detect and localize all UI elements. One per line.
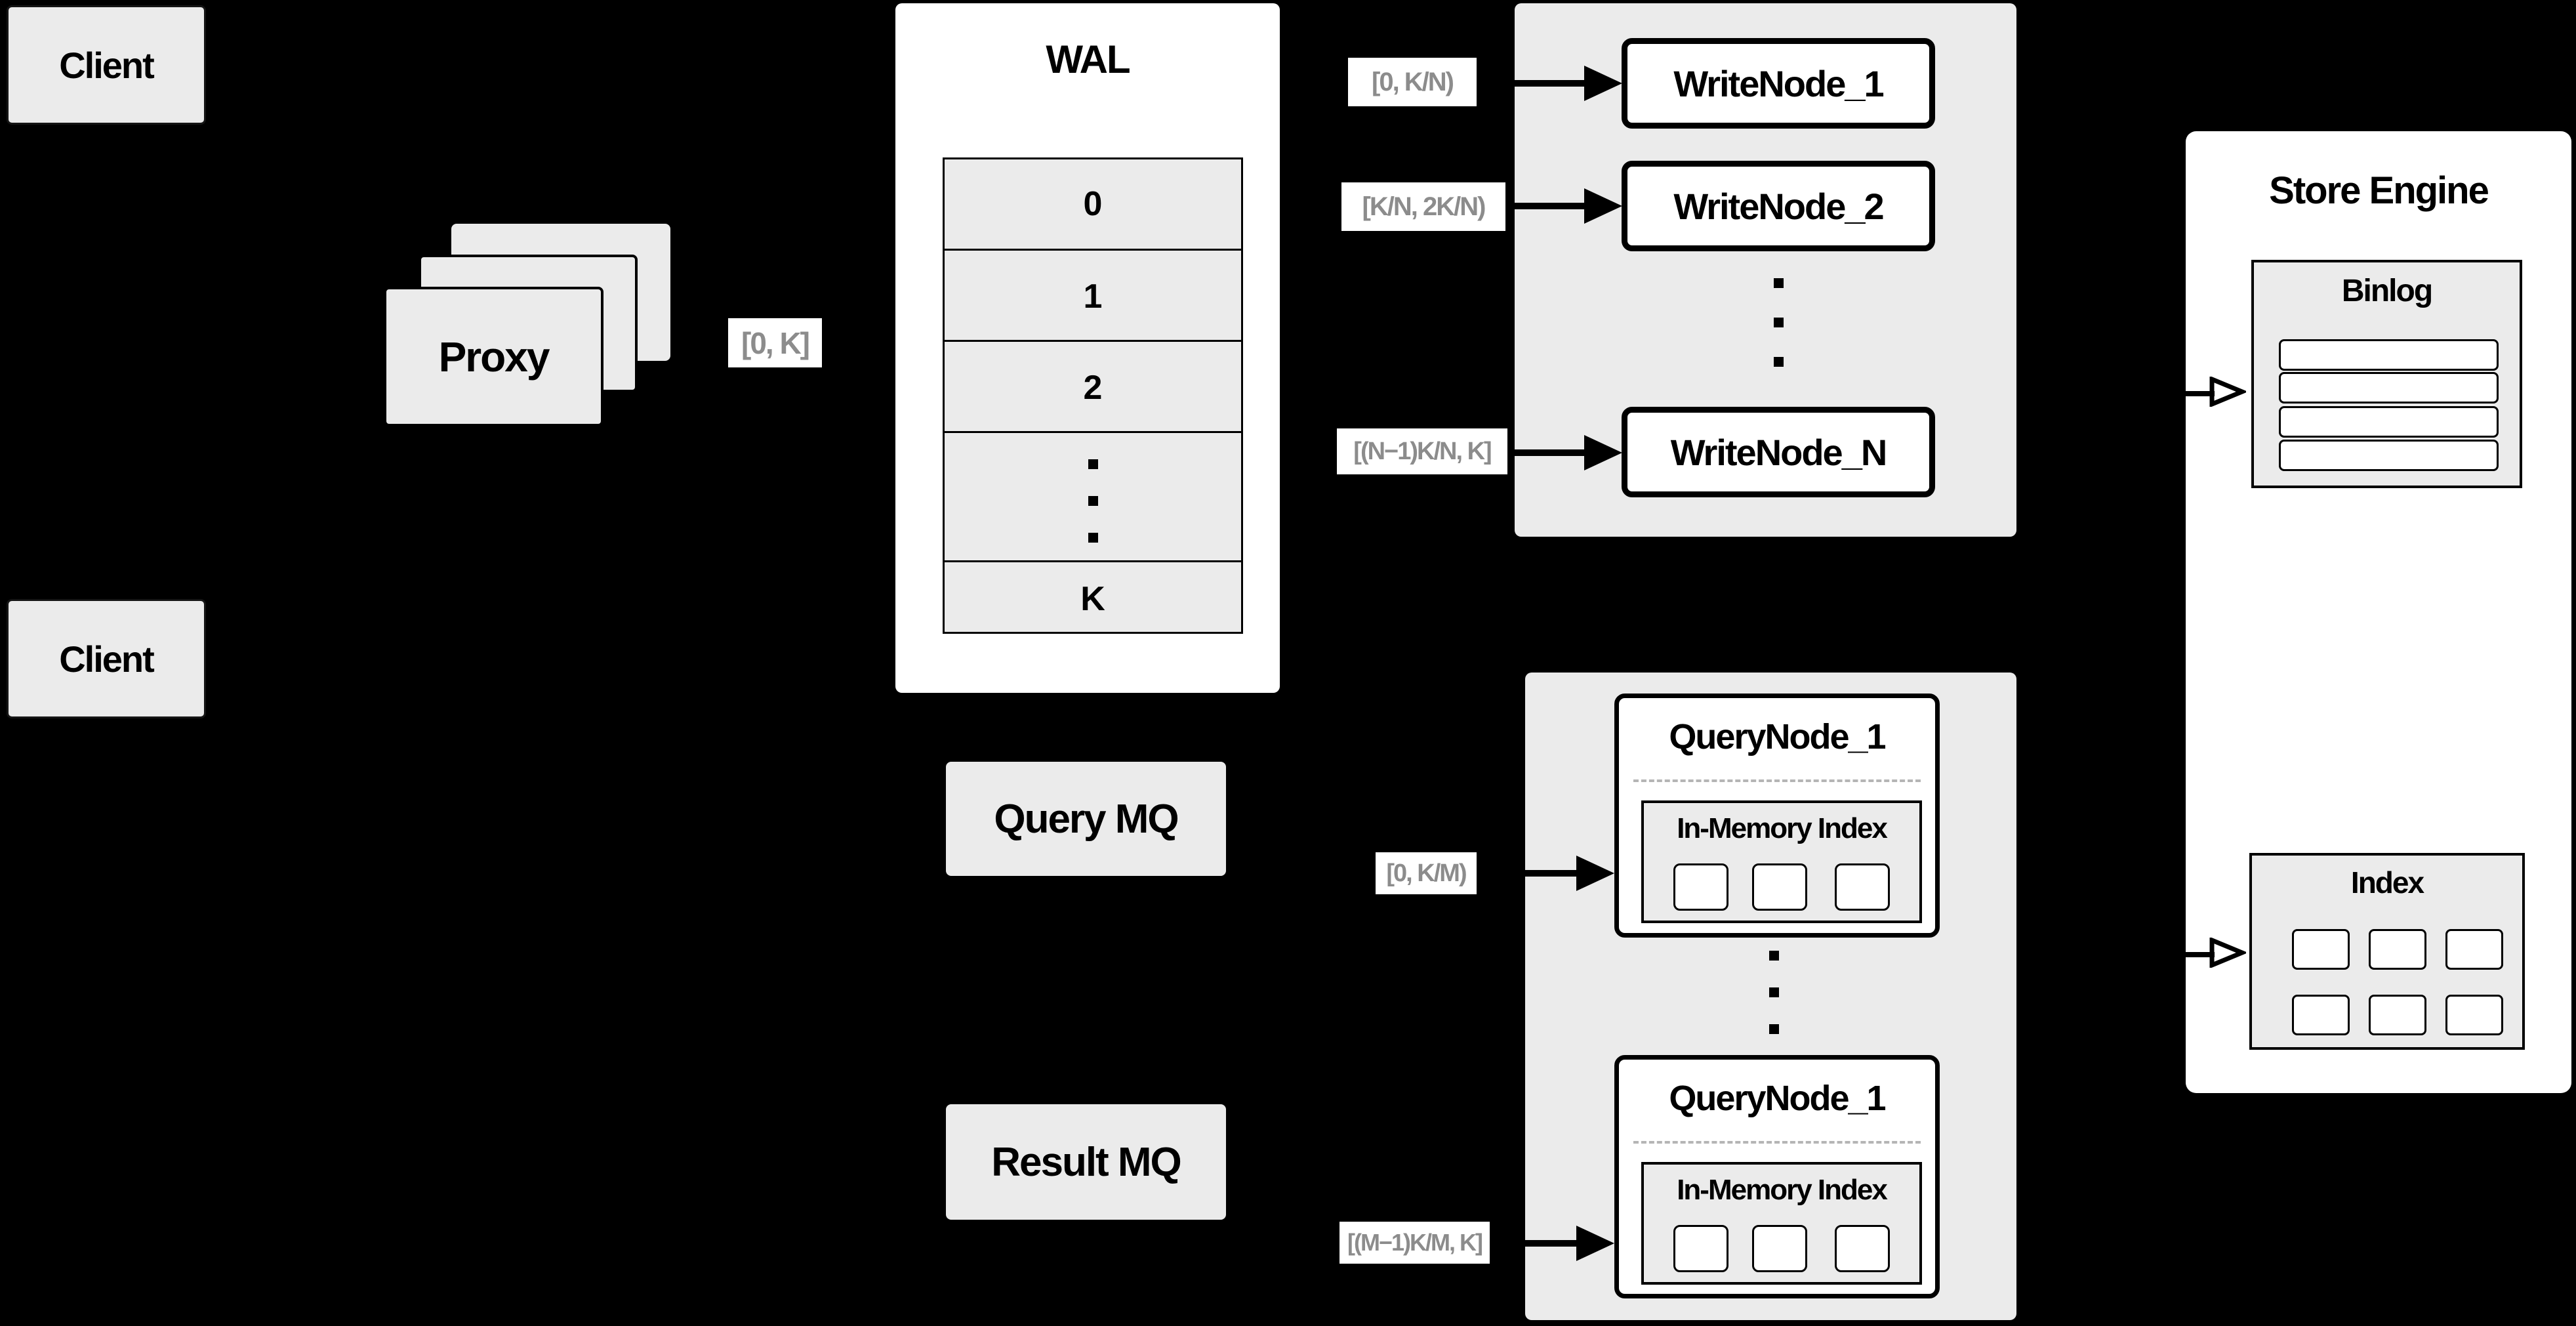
query-mq-label: Query MQ — [994, 796, 1179, 842]
range-label-write-n-text: [(N−1)K/N, K] — [1353, 437, 1492, 465]
binlog-row — [2279, 372, 2499, 404]
range-label-write-2: [K/N, 2K/N) — [1341, 182, 1505, 231]
write-node-2-label: WriteNode_2 — [1673, 185, 1884, 227]
index-cell — [2369, 929, 2426, 970]
store-engine-title: Store Engine — [2269, 169, 2489, 212]
proxy-card-front: Proxy — [384, 287, 603, 426]
wal-row-0: 0 — [1083, 185, 1103, 223]
arrowhead-open-icon — [2209, 938, 2246, 968]
ellipsis-dot — [1774, 357, 1784, 367]
query-node-top: QueryNode_1 In-Memory Index — [1614, 694, 1940, 938]
in-memory-index-title: In-Memory Index — [1677, 812, 1888, 844]
range-label-write-2-text: [K/N, 2K/N) — [1362, 192, 1486, 221]
arrow-line-query-m — [1490, 1240, 1580, 1247]
result-mq-label: Result MQ — [991, 1139, 1182, 1185]
arrowhead-filled-icon — [1576, 856, 1614, 891]
index-segment-cell — [1835, 1225, 1890, 1272]
index-segment-cell — [1752, 863, 1807, 911]
arrow-line-index — [2125, 952, 2215, 957]
arrowhead-open-icon — [2209, 377, 2246, 407]
query-mq-box: Query MQ — [946, 762, 1226, 876]
arrow-line-query-1 — [1477, 870, 1580, 877]
arrowhead-filled-icon — [1584, 188, 1622, 224]
arrow-line-write-1 — [1477, 80, 1588, 87]
range-label-query-1: [0, K/M) — [1376, 852, 1477, 894]
client-top-label: Client — [59, 44, 155, 86]
ellipsis-dot — [1769, 1024, 1779, 1034]
ellipsis-dot — [1088, 496, 1098, 506]
index-cell — [2292, 929, 2350, 970]
wal-row-1: 1 — [945, 249, 1241, 342]
client-box-top: Client — [7, 5, 206, 125]
dashed-separator — [1633, 1141, 1921, 1144]
wal-table: 0 1 2 K — [943, 157, 1243, 634]
ellipsis-dot — [1774, 278, 1784, 288]
proxy-label: Proxy — [438, 333, 550, 381]
dashed-separator — [1633, 779, 1921, 782]
arrow-line-write-2 — [1505, 203, 1588, 209]
client-box-bottom: Client — [7, 599, 206, 718]
arrowhead-filled-icon — [1584, 66, 1622, 101]
write-node-1: WriteNode_1 — [1622, 38, 1935, 129]
range-label-proxy-out: [0, K] — [728, 318, 822, 367]
in-memory-index-title: In-Memory Index — [1677, 1174, 1888, 1206]
binlog-title: Binlog — [2341, 273, 2433, 308]
wal-panel: WAL 0 1 2 K — [895, 3, 1280, 693]
write-node-n: WriteNode_N — [1622, 407, 1935, 497]
write-node-1-label: WriteNode_1 — [1673, 62, 1884, 104]
binlog-row — [2279, 440, 2499, 471]
arrow-line-binlog — [2125, 391, 2215, 396]
query-node-top-title: QueryNode_1 — [1669, 717, 1886, 756]
ellipsis-dot — [1088, 533, 1098, 543]
wal-row-2: 2 — [945, 340, 1241, 433]
wal-row-k: K — [945, 560, 1241, 636]
index-segment-cell — [1673, 1225, 1728, 1272]
result-mq-box: Result MQ — [946, 1104, 1226, 1220]
write-node-n-label: WriteNode_N — [1670, 431, 1888, 473]
client-bottom-label: Client — [59, 638, 155, 680]
index-cell — [2369, 995, 2426, 1035]
binlog-row — [2279, 339, 2499, 371]
ellipsis-dot — [1088, 459, 1098, 469]
arrowhead-filled-icon — [1584, 435, 1622, 470]
range-label-write-1-text: [0, K/N) — [1372, 67, 1454, 96]
index-cell — [2445, 929, 2503, 970]
wal-row-ellipsis — [945, 431, 1241, 562]
index-cell — [2445, 995, 2503, 1035]
in-memory-index-box-top: In-Memory Index — [1641, 800, 1922, 923]
wal-title: WAL — [1046, 37, 1130, 81]
index-segment-cell — [1673, 863, 1728, 911]
write-node-2: WriteNode_2 — [1622, 161, 1935, 251]
arrow-line-write-n — [1507, 449, 1588, 456]
query-node-bottom: QueryNode_1 In-Memory Index — [1614, 1055, 1940, 1298]
ellipsis-dot — [1769, 951, 1779, 961]
store-engine-panel: Store Engine Binlog Index — [2186, 131, 2571, 1093]
range-label-query-m-text: [(M−1)K/M, K] — [1347, 1229, 1483, 1256]
index-segment-cell — [1835, 863, 1890, 911]
binlog-box: Binlog — [2251, 260, 2522, 488]
index-cell — [2292, 995, 2350, 1035]
index-title: Index — [2350, 865, 2424, 900]
in-memory-index-box-bottom: In-Memory Index — [1641, 1162, 1922, 1285]
range-label-proxy-out-text: [0, K] — [741, 325, 810, 360]
ellipsis-dot — [1774, 318, 1784, 327]
range-label-write-1: [0, K/N) — [1348, 58, 1477, 106]
query-node-bottom-title: QueryNode_1 — [1669, 1079, 1886, 1118]
range-label-write-n: [(N−1)K/N, K] — [1337, 428, 1507, 474]
binlog-row — [2279, 406, 2499, 438]
ellipsis-dot — [1769, 987, 1779, 997]
range-label-query-m: [(M−1)K/M, K] — [1339, 1222, 1490, 1264]
range-label-query-1-text: [0, K/M) — [1386, 859, 1467, 887]
index-segment-cell — [1752, 1225, 1807, 1272]
arrowhead-filled-icon — [1576, 1226, 1614, 1261]
index-box: Index — [2249, 853, 2525, 1050]
